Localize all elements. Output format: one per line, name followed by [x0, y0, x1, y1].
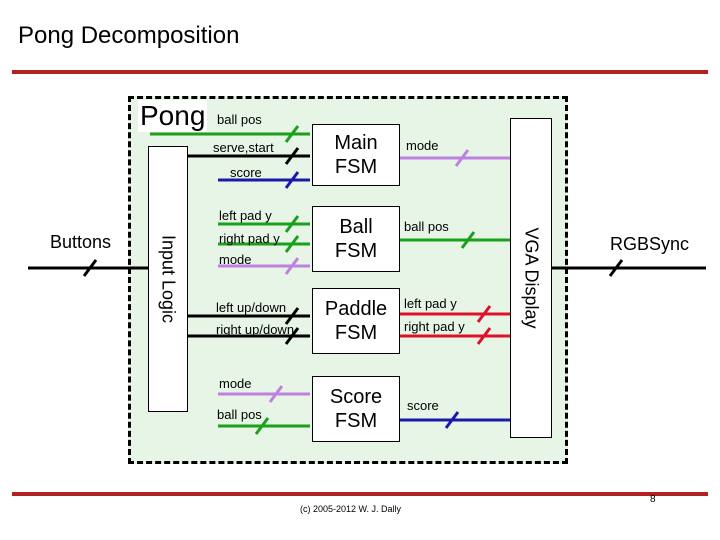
pong-module-label: Pong [138, 100, 208, 132]
input-logic-label: Input Logic [158, 234, 179, 324]
signal-score-left: score [230, 165, 262, 180]
wire-left-pad-y-slash [284, 215, 300, 233]
wire-serve-start-slash [284, 147, 300, 165]
wire-score-left-slash [284, 171, 300, 189]
wire-ball-pos-top-slash [284, 125, 300, 143]
signal-score-right: score [407, 398, 439, 413]
ball-fsm-label-line2: FSM [334, 240, 378, 262]
wire-right-pad-y-right-slash [476, 327, 492, 345]
signal-serve-start: serve,start [213, 140, 274, 155]
wire-ball-pos-score-slash [254, 417, 270, 435]
signal-mode-right: mode [406, 138, 439, 153]
wire-ball-pos-right-slash [460, 231, 476, 249]
wire-right-pad-y-slash [284, 235, 300, 253]
signal-right-up-down: right up/down [216, 322, 295, 337]
wire-mode-right-slash [454, 149, 470, 167]
paddle-fsm-label-line1: Paddle [324, 298, 388, 320]
signal-left-up-down: left up/down [216, 300, 287, 315]
wire-buttons-slash [82, 259, 98, 277]
wire-rgbsync-slash [608, 259, 624, 277]
signal-ball-pos-top: ball pos [217, 112, 262, 127]
signal-mode-ball: mode [219, 252, 252, 267]
copyright-credit: (c) 2005-2012 W. J. Dally [300, 504, 402, 514]
buttons-label: Buttons [50, 232, 112, 252]
wire-right-up-down-slash [284, 327, 300, 345]
input-logic-block: Input Logic [148, 146, 188, 412]
top-divider [12, 70, 708, 74]
vga-display-label: VGA Display [521, 227, 542, 329]
bottom-divider [12, 492, 708, 496]
wire-mode-ball-slash [284, 257, 300, 275]
signal-ball-pos-score: ball pos [217, 407, 262, 422]
ball-fsm-label-line1: Ball [339, 216, 373, 238]
score-fsm-label-line2: FSM [334, 410, 378, 432]
wire-mode-score-slash [268, 385, 284, 403]
page-number: 8 [650, 494, 656, 505]
paddle-fsm-label-line2: FSM [334, 322, 378, 344]
score-fsm-block: Score FSM [312, 376, 400, 442]
slide-title: Pong Decomposition [18, 22, 240, 49]
signal-left-pad-y: left pad y [219, 208, 272, 223]
paddle-fsm-block: Paddle FSM [312, 288, 400, 354]
main-fsm-label-line1: Main [334, 132, 378, 154]
wire-left-up-down-slash [284, 307, 300, 325]
signal-right-pad-y-right: right pad y [404, 319, 465, 334]
score-fsm-label-line1: Score [329, 386, 383, 408]
signal-left-pad-y-right: left pad y [404, 296, 457, 311]
main-fsm-label-line2: FSM [334, 156, 378, 178]
wire-left-pad-y-right-slash [476, 305, 492, 323]
signal-ball-pos-right: ball pos [404, 219, 449, 234]
ball-fsm-block: Ball FSM [312, 206, 400, 272]
main-fsm-block: Main FSM [312, 124, 400, 186]
signal-mode-score: mode [219, 376, 252, 391]
rgbsync-label: RGBSync [610, 234, 690, 254]
signal-right-pad-y: right pad y [219, 231, 280, 246]
vga-display-block: VGA Display [510, 118, 552, 438]
wire-score-right-slash [444, 411, 460, 429]
